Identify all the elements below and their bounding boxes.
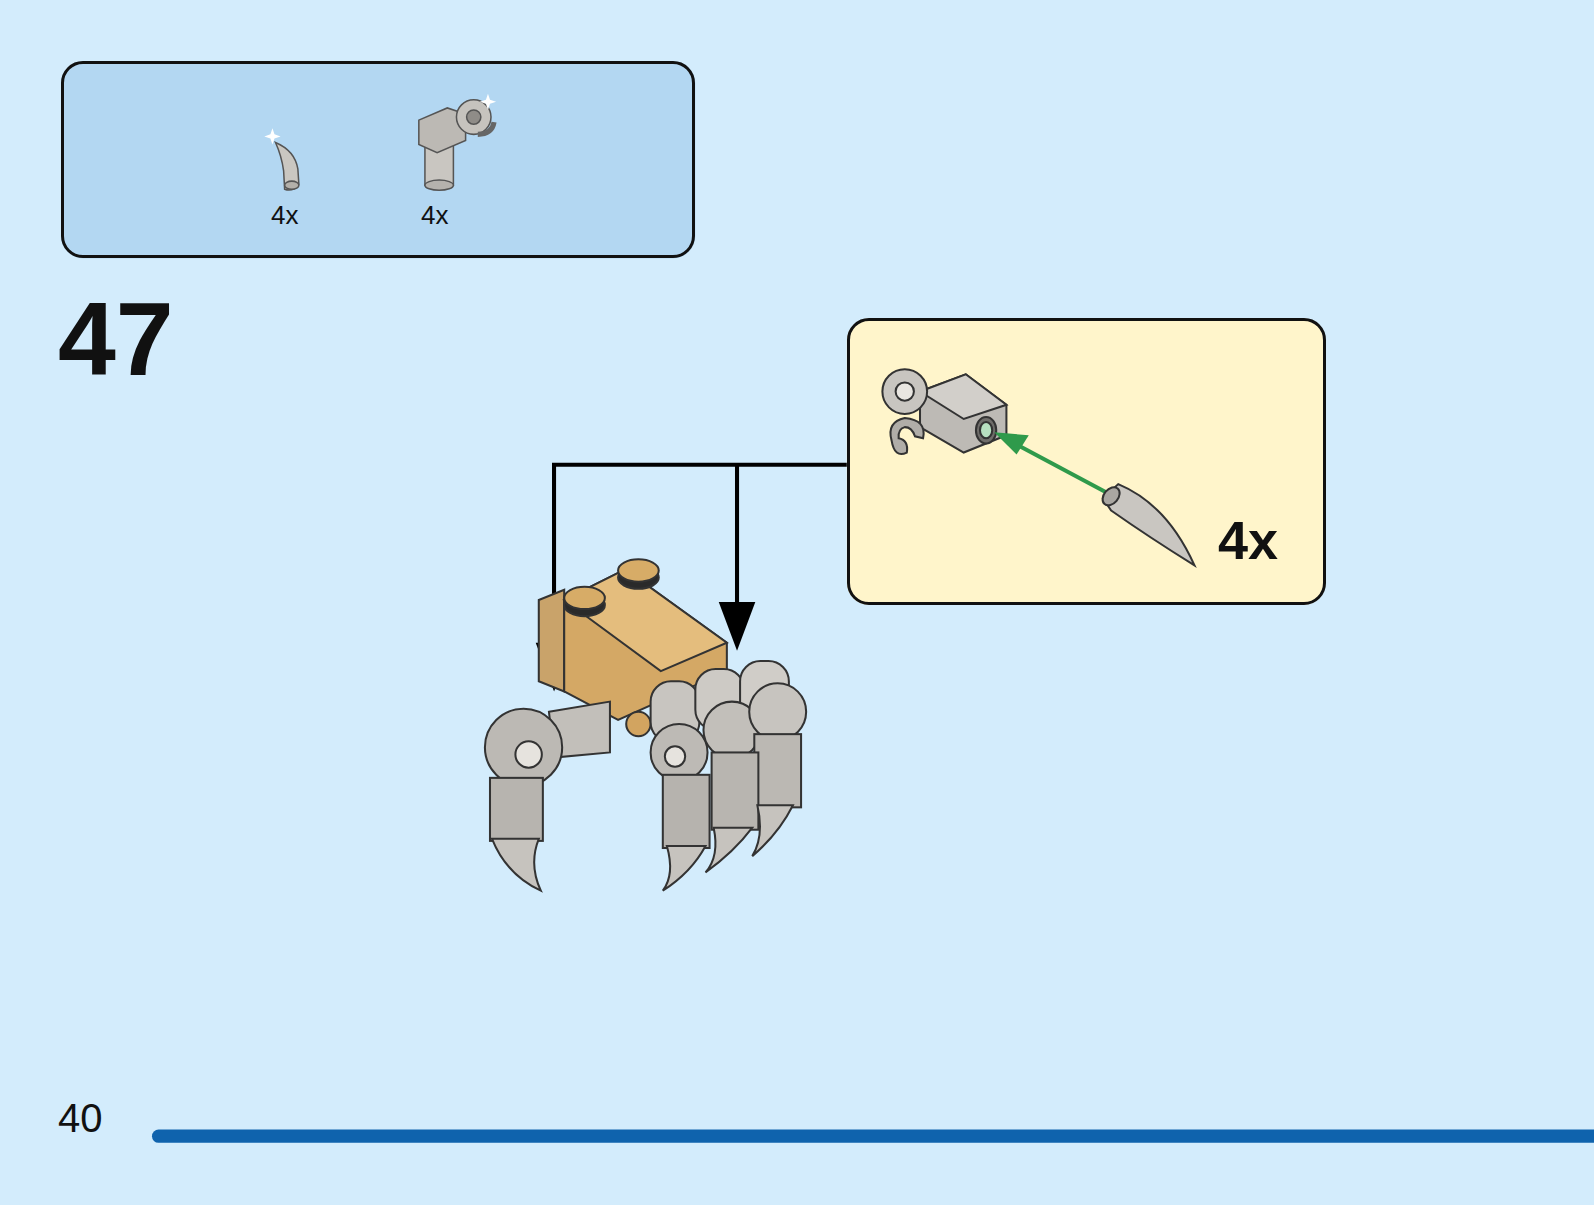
label-place: 47	[58, 287, 174, 391]
parts-box: 4x 4x	[61, 61, 695, 258]
quantity-label: 4x	[421, 202, 448, 228]
text-place: 4x	[1218, 513, 1278, 567]
sparkle	[264, 128, 280, 144]
crab-model	[485, 559, 806, 890]
callout-box: 4x	[847, 318, 1326, 605]
callout-fill	[847, 318, 1326, 605]
page-number: 40	[58, 1098, 103, 1138]
label-place: 40	[58, 1098, 103, 1138]
page-bar	[152, 1130, 1594, 1143]
horn-part	[275, 142, 298, 190]
quantity-label: 4x	[271, 202, 298, 228]
insert-arrow	[994, 432, 1106, 492]
clip-part-callout	[882, 369, 1006, 454]
quantity-label: 4x	[1218, 513, 1278, 567]
sparkle	[480, 94, 496, 110]
step-number: 47	[58, 287, 174, 391]
text-place: 4x	[421, 202, 448, 228]
horn-part-callout	[1099, 484, 1194, 565]
clip-part	[419, 100, 494, 190]
parts-box-fill	[61, 61, 695, 258]
text-place: 4x	[271, 202, 298, 228]
